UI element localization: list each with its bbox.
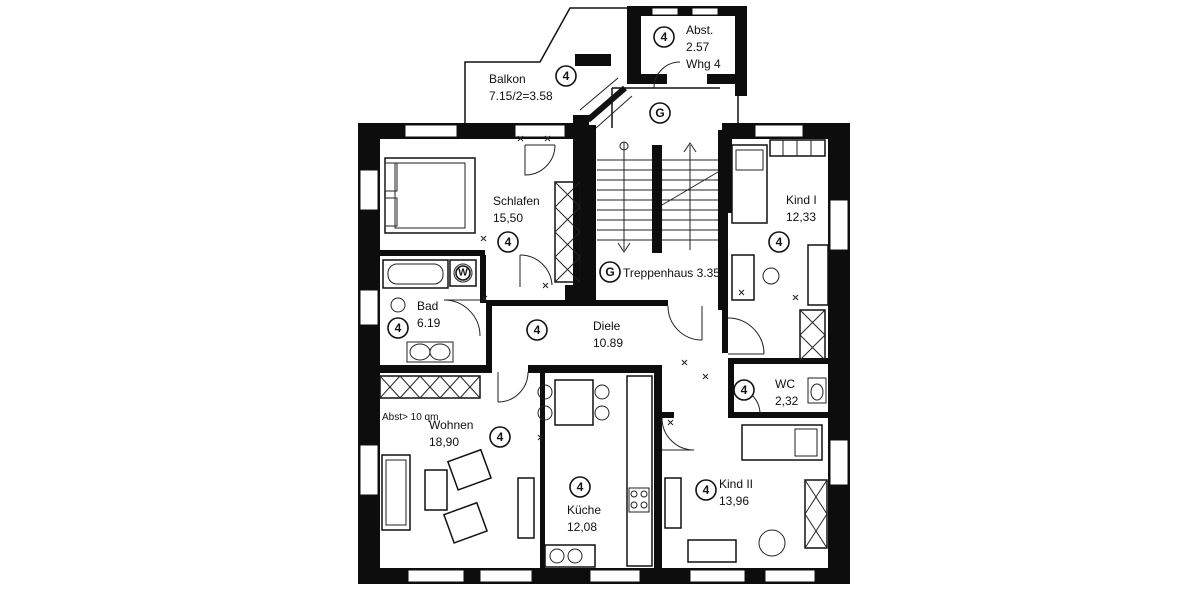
svg-text:G: G bbox=[655, 106, 664, 120]
wc-name: WC bbox=[775, 377, 795, 391]
bad-name: Bad bbox=[417, 299, 438, 313]
wohnen-area: 18,90 bbox=[429, 435, 459, 449]
abst-top-unit-badge: 4 bbox=[653, 26, 675, 48]
svg-text:4: 4 bbox=[741, 383, 748, 397]
stair-landing-badge: G bbox=[649, 102, 671, 124]
diele-unit-badge: 4 bbox=[526, 319, 548, 341]
kueche-unit-badge: 4 bbox=[569, 476, 591, 498]
schlafen-name: Schlafen bbox=[493, 194, 540, 208]
abst-top-area: 2.57 bbox=[686, 40, 710, 54]
washer-badge: W bbox=[455, 265, 471, 281]
svg-text:4: 4 bbox=[505, 235, 512, 249]
schlafen-unit-badge: 4 bbox=[497, 231, 519, 253]
balcony-outline bbox=[464, 7, 739, 129]
svg-text:G: G bbox=[605, 265, 614, 279]
wc-area: 2,32 bbox=[775, 394, 799, 408]
svg-text:4: 4 bbox=[534, 323, 541, 337]
diele-area: 10.89 bbox=[593, 336, 623, 350]
balcony-unit-badge: 4 bbox=[555, 65, 577, 87]
kind2-area: 13,96 bbox=[719, 494, 749, 508]
bad-area: 6.19 bbox=[417, 316, 441, 330]
svg-text:4: 4 bbox=[776, 235, 783, 249]
wohnen-name: Wohnen bbox=[429, 418, 473, 432]
svg-text:4: 4 bbox=[703, 483, 710, 497]
abst-top-extra: Whg 4 bbox=[686, 57, 721, 71]
svg-text:4: 4 bbox=[497, 430, 504, 444]
bad-unit-badge: 4 bbox=[387, 317, 409, 339]
staircase bbox=[597, 141, 719, 253]
wohnen-note: Abst> 10 qm bbox=[382, 412, 438, 423]
kind1-unit-badge: 4 bbox=[768, 231, 790, 253]
diele-name: Diele bbox=[593, 319, 621, 333]
balcony-area: 7.15/2=3.58 bbox=[489, 89, 553, 103]
kueche-area: 12,08 bbox=[567, 520, 597, 534]
door-swings bbox=[443, 61, 765, 451]
svg-text:W: W bbox=[458, 268, 468, 279]
interior-walls bbox=[380, 125, 828, 570]
abst-top-name: Abst. bbox=[686, 23, 713, 37]
kind2-name: Kind II bbox=[719, 477, 753, 491]
treppenhaus-name: Treppenhaus 3.35 bbox=[623, 266, 720, 280]
svg-text:4: 4 bbox=[563, 69, 570, 83]
kind2-unit-badge: 4 bbox=[695, 479, 717, 501]
treppenhaus-unit-badge: G bbox=[599, 261, 621, 283]
outer-walls bbox=[358, 6, 850, 584]
kind1-area: 12,33 bbox=[786, 210, 816, 224]
kind1-name: Kind I bbox=[786, 193, 817, 207]
furniture bbox=[379, 139, 829, 568]
kueche-name: Küche bbox=[567, 503, 601, 517]
wc-unit-badge: 4 bbox=[733, 379, 755, 401]
svg-text:4: 4 bbox=[577, 480, 584, 494]
outlet-marks bbox=[480, 135, 799, 441]
wohnen-unit-badge: 4 bbox=[489, 426, 511, 448]
balcony-name: Balkon bbox=[489, 72, 526, 86]
windows bbox=[359, 7, 849, 583]
svg-text:4: 4 bbox=[395, 321, 402, 335]
schlafen-area: 15,50 bbox=[493, 211, 523, 225]
svg-text:4: 4 bbox=[661, 30, 668, 44]
